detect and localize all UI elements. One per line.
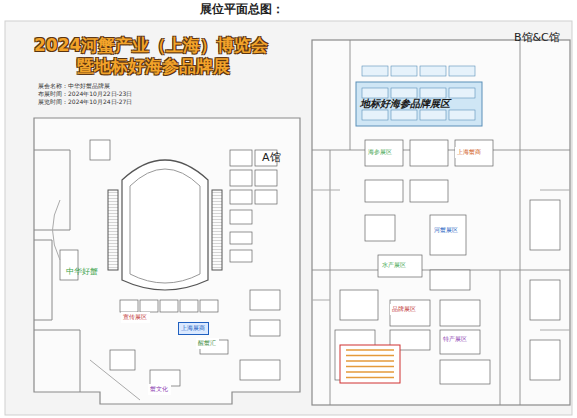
info-line: 展览时间：2024年10月24日-27日: [38, 98, 132, 107]
hall-a-outline: [34, 118, 300, 404]
booth-box: 水产展区: [380, 260, 409, 271]
booth: [120, 300, 138, 312]
booth-box: 品牌展区: [390, 304, 419, 315]
booth: [440, 300, 480, 326]
plan-line: [53, 200, 141, 400]
booth: [365, 215, 395, 241]
booth: [530, 340, 560, 380]
booth-box: 上海蟹商: [455, 147, 484, 158]
booth: [430, 270, 470, 290]
booth: [420, 110, 446, 120]
booth: [362, 88, 388, 98]
booth: [449, 88, 475, 98]
booth: [449, 110, 475, 120]
booth: [230, 150, 252, 166]
booth: [90, 140, 110, 160]
booth: [530, 200, 560, 250]
booth-box: 海参展区: [366, 147, 395, 158]
title: 2024河蟹产业（上海）博览会: [34, 34, 268, 57]
booth: [530, 280, 560, 320]
notice-text-line: [346, 349, 394, 351]
booth: [391, 66, 417, 76]
info-line: 布展时间：2024年10月22日-23日: [38, 90, 132, 99]
booth-box: 河蟹展区: [432, 225, 461, 236]
booth-label: 上海蟹商: [457, 148, 482, 157]
booth-label: 水产展区: [382, 261, 407, 270]
area-label: 中华好蟹: [66, 266, 98, 277]
hall-name: A馆: [262, 150, 281, 165]
booth: [230, 232, 252, 244]
booth: [362, 66, 388, 76]
booth-label: 宣传展区: [123, 313, 148, 322]
booth: [230, 170, 252, 186]
escalator: [212, 190, 222, 270]
booth-box: 上海展商: [178, 322, 209, 335]
notice-text-line: [346, 371, 394, 373]
booth: [378, 255, 422, 277]
plan-line: [34, 240, 52, 320]
booth: [365, 180, 403, 202]
zone-box: 地标好海参品牌展区: [358, 96, 453, 112]
booth: [140, 300, 158, 312]
hall-bc-outline: [312, 40, 570, 405]
booth: [440, 360, 490, 384]
zone-area: [356, 82, 482, 126]
info-line: 展会名称：中华好蟹品牌展: [38, 82, 110, 91]
subtitle: 暨地标好海参品牌展: [77, 55, 230, 78]
booth: [391, 110, 417, 120]
booth: [230, 210, 252, 224]
booth: [230, 190, 252, 204]
notice-text-line: [346, 366, 394, 368]
notice-text-line: [346, 360, 394, 362]
booth: [250, 320, 280, 336]
booth-box: 醒蟹汇: [196, 338, 219, 349]
booth: [391, 88, 417, 98]
booth: [430, 215, 466, 255]
booth: [230, 250, 252, 262]
booth: [420, 88, 446, 98]
booth: [110, 350, 135, 370]
notice-box: [340, 345, 400, 383]
booth: [255, 170, 277, 186]
booth: [440, 330, 480, 354]
zone-title: 地标好海参品牌展区: [360, 97, 451, 111]
atrium: [122, 160, 208, 290]
notice-text-line: [346, 377, 394, 379]
booth: [390, 300, 430, 326]
booth: [340, 290, 378, 320]
booth: [200, 300, 218, 312]
booth: [420, 66, 446, 76]
booth-label: 品牌展区: [392, 305, 417, 314]
booth: [250, 290, 280, 310]
booth: [449, 66, 475, 76]
booth: [362, 110, 388, 120]
escalator: [108, 190, 118, 270]
hall-name: B馆&C馆: [514, 30, 560, 45]
booth-box: 蟹文化: [148, 384, 171, 395]
booth-label: 河蟹展区: [434, 226, 459, 235]
notice-text-line: [346, 355, 394, 357]
plan-line: [312, 40, 570, 405]
booth: [455, 140, 493, 166]
booth: [180, 300, 198, 312]
booth: [410, 140, 448, 166]
booth: [410, 180, 448, 202]
booth: [160, 300, 178, 312]
booth: [240, 360, 280, 380]
booth-label: 海参展区: [368, 148, 393, 157]
booth-label: 蟹文化: [150, 385, 169, 394]
booth: [365, 140, 403, 166]
plan-ground: [5, 21, 572, 415]
plan-line: [130, 169, 200, 283]
booth-box: 宣传展区: [121, 312, 150, 323]
caption: 展位平面总图：: [200, 1, 284, 18]
booth-label: 醒蟹汇: [198, 339, 217, 348]
booth: [255, 190, 277, 204]
booth-box: 特产展区: [441, 334, 470, 345]
plan-line: [312, 190, 570, 330]
booth-label: 上海展商: [181, 324, 206, 333]
booth-label: 特产展区: [443, 335, 468, 344]
